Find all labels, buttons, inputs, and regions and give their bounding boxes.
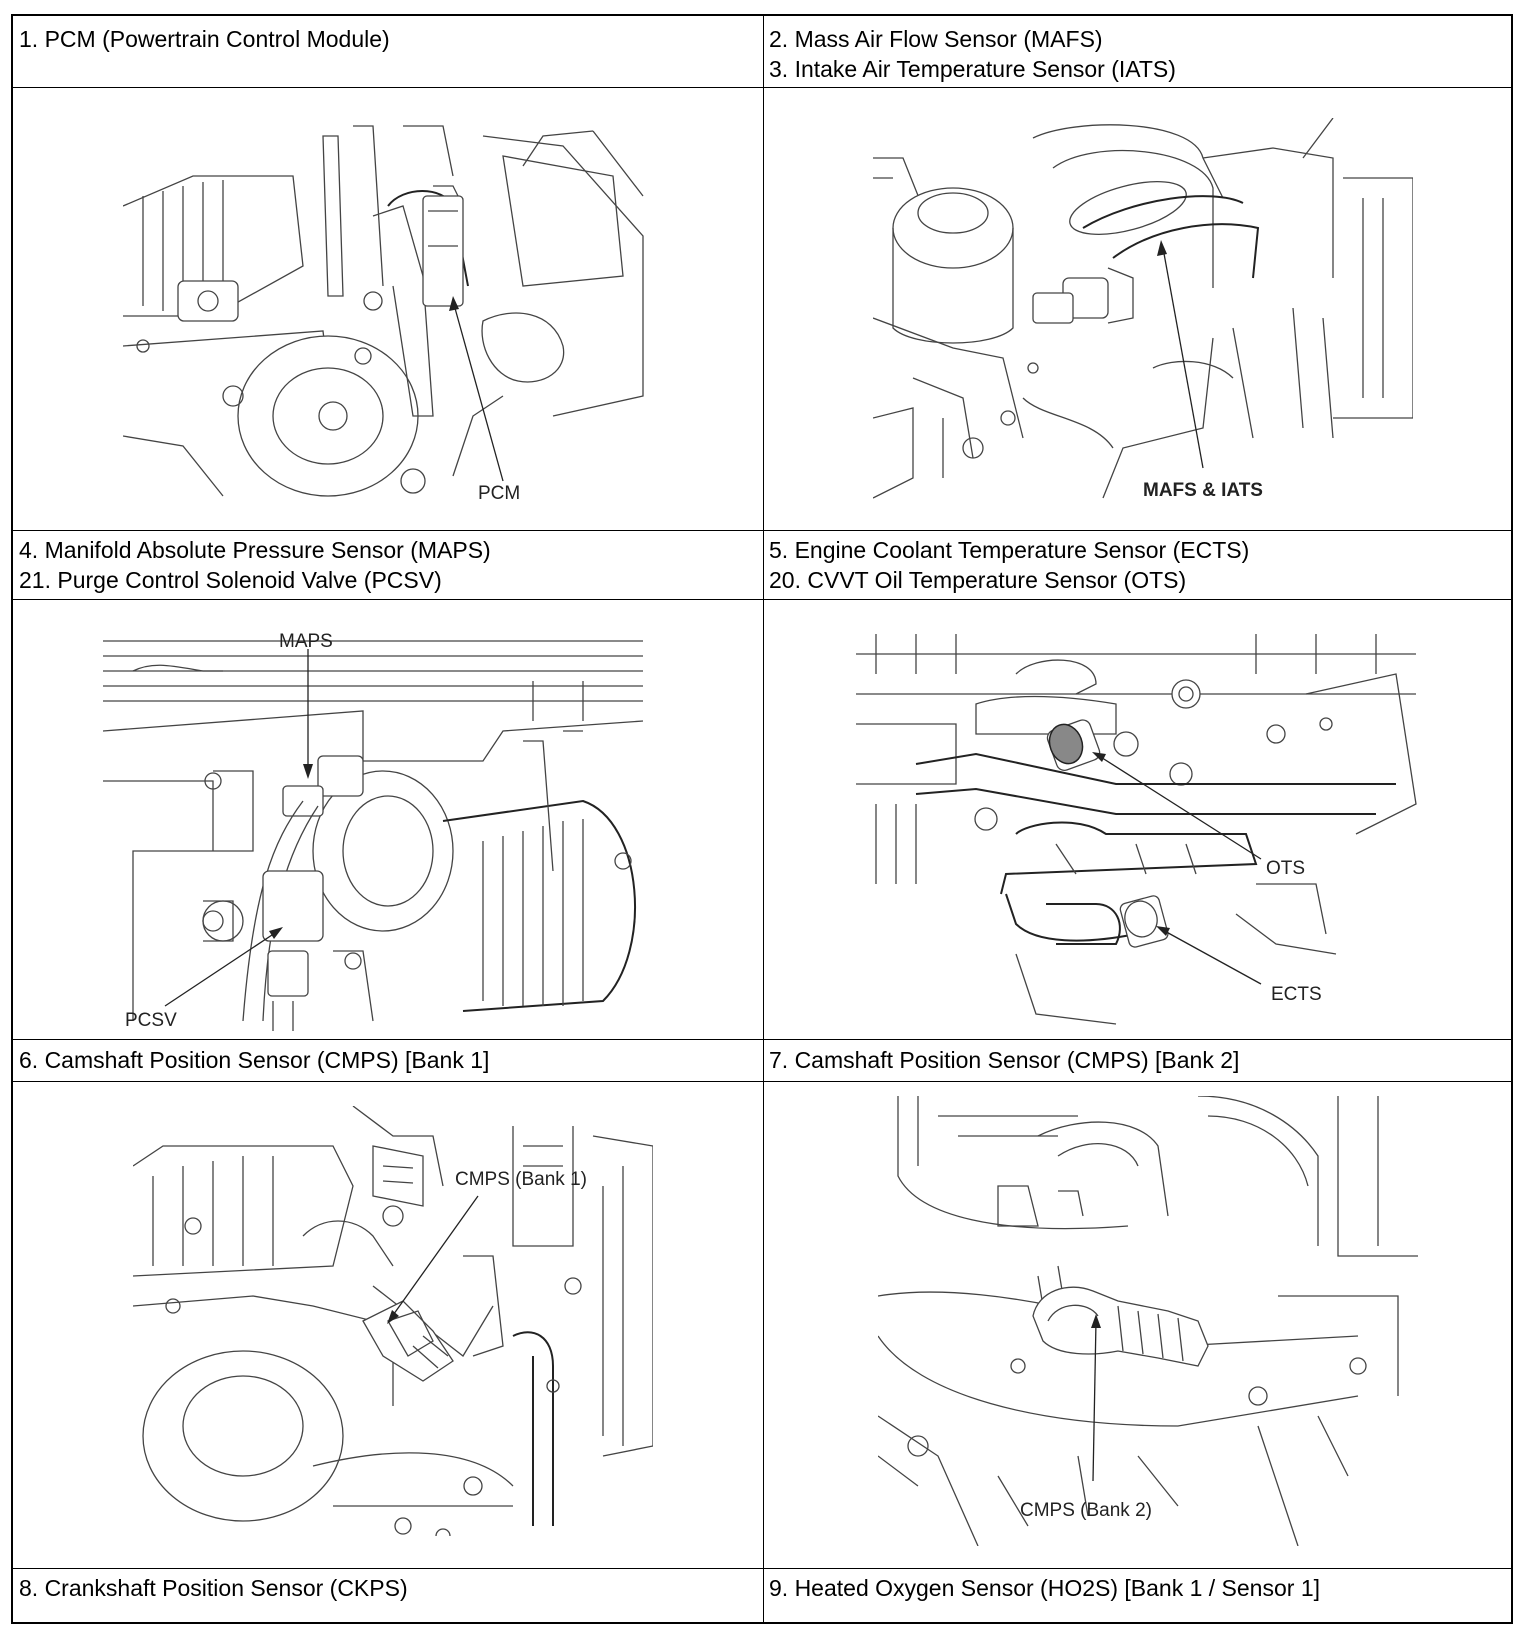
label-cmps-bank2: CMPS (Bank 2) — [1020, 1500, 1152, 1521]
caption-pcm: 1. PCM (Powertrain Control Module) — [19, 24, 390, 54]
caption-ects-ots: 5. Engine Coolant Temperature Sensor (EC… — [769, 535, 1249, 595]
caption-line: 8. Crankshaft Position Sensor (CKPS) — [19, 1575, 408, 1601]
caption-maps-pcsv: 4. Manifold Absolute Pressure Sensor (MA… — [19, 535, 491, 595]
figure-cmps-bank2: CMPS (Bank 2) — [878, 1096, 1418, 1546]
sensor-location-table: 1. PCM (Powertrain Control Module) 2. Ma… — [11, 14, 1513, 1624]
label-pcsv: PCSV — [125, 1010, 177, 1031]
label-ots: OTS — [1266, 858, 1305, 879]
figure-maps-pcsv: MAPS PCSV — [103, 621, 663, 1031]
row-divider — [13, 87, 1511, 88]
column-divider — [763, 16, 764, 1622]
label-ects: ECTS — [1271, 984, 1322, 1005]
caption-mafs-iats: 2. Mass Air Flow Sensor (MAFS) 3. Intake… — [769, 24, 1176, 84]
caption-line: 9. Heated Oxygen Sensor (HO2S) [Bank 1 /… — [769, 1575, 1321, 1601]
label-mafs-iats: MAFS & IATS — [1143, 480, 1263, 501]
caption-line: 7. Camshaft Position Sensor (CMPS) [Bank… — [769, 1047, 1240, 1073]
figure-mafs-iats: MAFS & IATS — [873, 118, 1413, 518]
caption-ho2s: 9. Heated Oxygen Sensor (HO2S) [Bank 1 /… — [769, 1573, 1320, 1603]
row-divider — [13, 1039, 1511, 1040]
caption-line: 4. Manifold Absolute Pressure Sensor (MA… — [19, 537, 491, 563]
caption-line: 21. Purge Control Solenoid Valve (PCSV) — [19, 567, 442, 593]
caption-cmps-bank1: 6. Camshaft Position Sensor (CMPS) [Bank… — [19, 1045, 489, 1075]
label-pcm: PCM — [478, 483, 520, 504]
row-divider — [13, 1081, 1511, 1082]
figure-cmps-bank1: CMPS (Bank 1) — [133, 1106, 653, 1536]
figure-pcm: PCM — [123, 116, 663, 516]
caption-ckps: 8. Crankshaft Position Sensor (CKPS) — [19, 1573, 408, 1603]
label-cmps-bank1: CMPS (Bank 1) — [455, 1169, 587, 1190]
figure-ects-ots: OTS ECTS — [856, 634, 1436, 1044]
caption-line: 2. Mass Air Flow Sensor (MAFS) — [769, 26, 1103, 52]
row-divider — [13, 530, 1511, 531]
caption-line: 5. Engine Coolant Temperature Sensor (EC… — [769, 537, 1250, 563]
caption-line: 20. CVVT Oil Temperature Sensor (OTS) — [769, 567, 1187, 593]
row-divider — [13, 599, 1511, 600]
caption-line: 1. PCM (Powertrain Control Module) — [19, 26, 390, 52]
caption-cmps-bank2: 7. Camshaft Position Sensor (CMPS) [Bank… — [769, 1045, 1239, 1075]
caption-line: 6. Camshaft Position Sensor (CMPS) [Bank… — [19, 1047, 490, 1073]
label-maps: MAPS — [279, 631, 333, 652]
row-divider — [13, 1568, 1511, 1569]
caption-line: 3. Intake Air Temperature Sensor (IATS) — [769, 56, 1176, 82]
